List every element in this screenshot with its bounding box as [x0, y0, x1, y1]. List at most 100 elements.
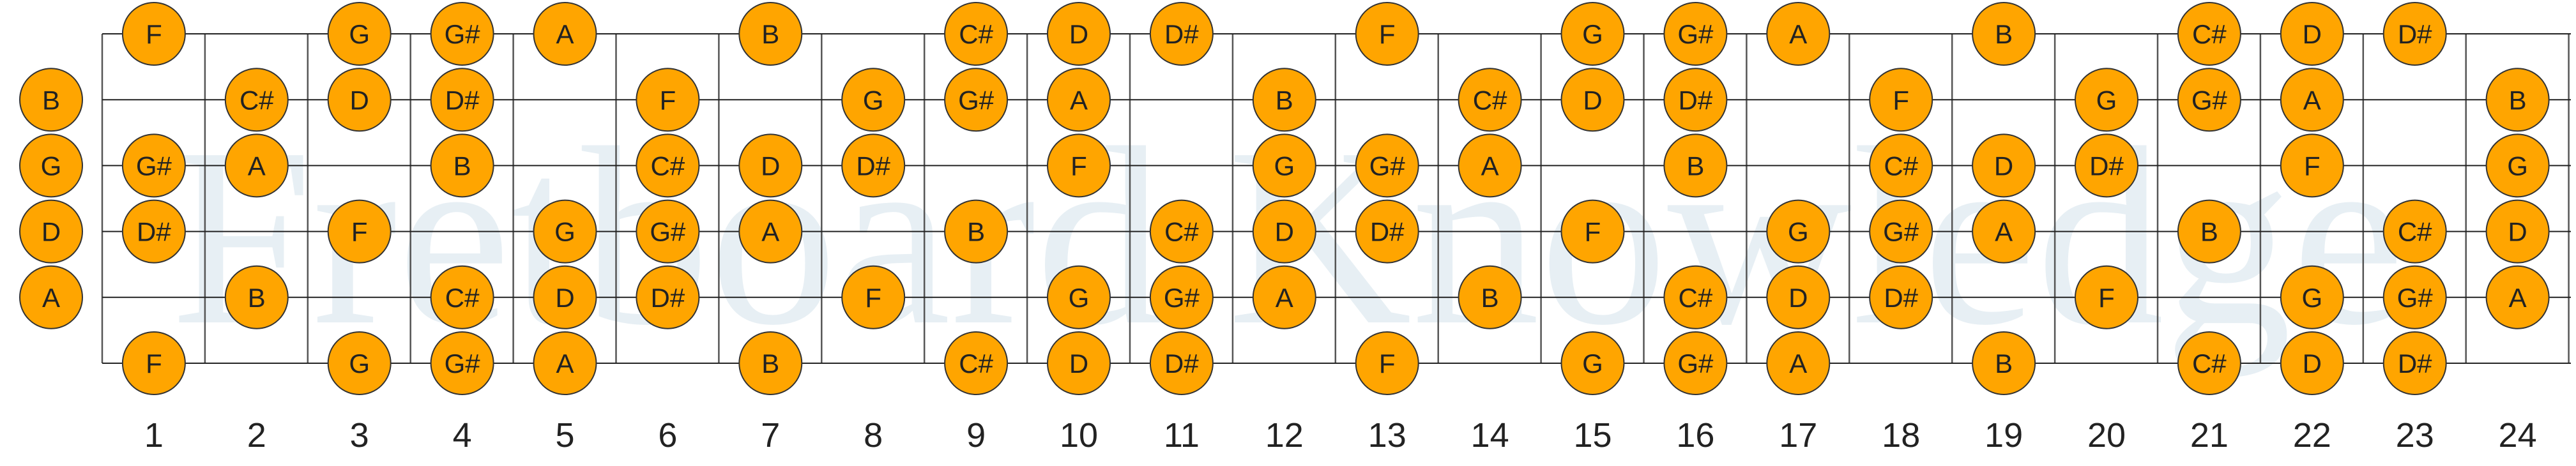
note-marker: F	[327, 199, 392, 264]
fret-number-label: 5	[555, 416, 574, 455]
note-marker: B	[1972, 331, 2036, 395]
note-label: G	[2301, 283, 2322, 313]
note-marker: B	[2485, 68, 2550, 132]
note-marker: D#	[1149, 2, 1214, 66]
note-marker: G	[2485, 133, 2550, 198]
note-label: C#	[959, 19, 993, 49]
note-marker: G	[2075, 68, 2138, 132]
note-label: G	[1274, 151, 1295, 181]
note-label: A	[1276, 283, 1293, 313]
note-marker: D#	[1149, 331, 1214, 395]
note-circle	[1149, 331, 1214, 395]
note-marker: G#	[2177, 68, 2241, 132]
note-marker: G#	[1663, 331, 1728, 395]
note-marker: G#	[1149, 265, 1214, 329]
note-marker: D	[533, 265, 597, 329]
note-label: C#	[445, 283, 480, 313]
note-marker: F	[636, 68, 700, 132]
note-circle	[1355, 2, 1419, 66]
note-circle	[2485, 133, 2550, 198]
note-label: F	[660, 85, 676, 115]
note-marker: C#	[430, 265, 494, 329]
note-label: G#	[1164, 283, 1200, 313]
note-circle	[2382, 199, 2447, 264]
note-circle	[533, 265, 597, 329]
note-label: G#	[1677, 349, 1714, 379]
fret-number-label: 17	[1779, 416, 1817, 455]
note-circle	[1663, 68, 1728, 132]
note-label: C#	[1473, 85, 1507, 115]
note-label: G	[349, 19, 370, 49]
note-marker: G	[2280, 265, 2344, 329]
note-marker: A	[533, 331, 597, 395]
note-marker: A	[224, 133, 289, 198]
note-circle	[2177, 331, 2241, 395]
note-marker: C#	[944, 331, 1009, 395]
note-circle	[2280, 2, 2344, 66]
note-marker: D#	[1869, 265, 1933, 329]
note-label: F	[1379, 19, 1396, 49]
fret-number-label: 7	[761, 416, 780, 455]
note-circle	[944, 199, 1009, 264]
note-circle	[224, 265, 289, 329]
note-label: A	[1789, 349, 1807, 379]
note-marker: D	[1047, 331, 1111, 395]
note-markers: F G G# A B C# D D# F G G# A B C# D D# B C# D D# F G G# A B C# D D# F…	[19, 2, 2550, 395]
note-label: G	[1582, 19, 1603, 49]
note-marker: G	[1560, 331, 1625, 395]
note-label: D#	[1370, 217, 1405, 247]
fret-number-label: 4	[453, 416, 472, 455]
fret-number-label: 21	[2190, 416, 2229, 455]
note-marker: C#	[224, 68, 289, 132]
note-label: D	[555, 283, 574, 313]
note-circle	[1560, 68, 1625, 132]
note-marker: A	[2280, 68, 2344, 132]
note-marker: D#	[1663, 68, 1728, 132]
note-circle	[738, 331, 803, 395]
note-circle	[1047, 68, 1111, 132]
note-label: B	[1276, 85, 1293, 115]
note-circle	[636, 265, 700, 329]
note-circle	[19, 199, 83, 264]
note-circle	[2280, 133, 2344, 198]
note-label: C#	[1884, 151, 1918, 181]
note-circle	[2485, 199, 2550, 264]
note-label: G#	[958, 85, 995, 115]
note-label: G#	[1677, 19, 1714, 49]
note-label: D	[1275, 217, 1294, 247]
note-circle	[2177, 2, 2241, 66]
note-circle	[738, 199, 803, 264]
note-label: G	[1069, 283, 1090, 313]
note-circle	[1663, 331, 1728, 395]
note-circle	[327, 331, 392, 395]
note-marker: B	[224, 265, 289, 329]
fret-number-label: 19	[1985, 416, 2023, 455]
note-circle	[2382, 331, 2447, 395]
note-label: D	[2303, 19, 2322, 49]
note-marker: C#	[1869, 133, 1933, 198]
note-label: F	[1071, 151, 1087, 181]
note-label: F	[1379, 349, 1396, 379]
note-marker: G#	[1663, 2, 1728, 66]
note-label: A	[1789, 19, 1807, 49]
note-marker: F	[2280, 133, 2344, 198]
note-circle	[224, 68, 289, 132]
note-label: B	[1686, 151, 1704, 181]
note-circle	[1972, 133, 2036, 198]
string-lines	[102, 33, 2571, 364]
fret-number-label: 12	[1265, 416, 1304, 455]
note-label: F	[2098, 283, 2115, 313]
note-marker: B	[19, 68, 83, 132]
note-circle	[2075, 68, 2138, 132]
note-circle	[1972, 2, 2036, 66]
note-marker: D#	[2075, 133, 2138, 198]
note-circle	[430, 133, 494, 198]
note-marker: D	[1560, 68, 1625, 132]
note-circle	[327, 2, 392, 66]
fret-number-label: 2	[247, 416, 266, 455]
note-marker: C#	[2177, 331, 2241, 395]
note-marker: A	[1252, 265, 1316, 329]
note-circle	[636, 68, 700, 132]
note-marker: D#	[1355, 199, 1419, 264]
